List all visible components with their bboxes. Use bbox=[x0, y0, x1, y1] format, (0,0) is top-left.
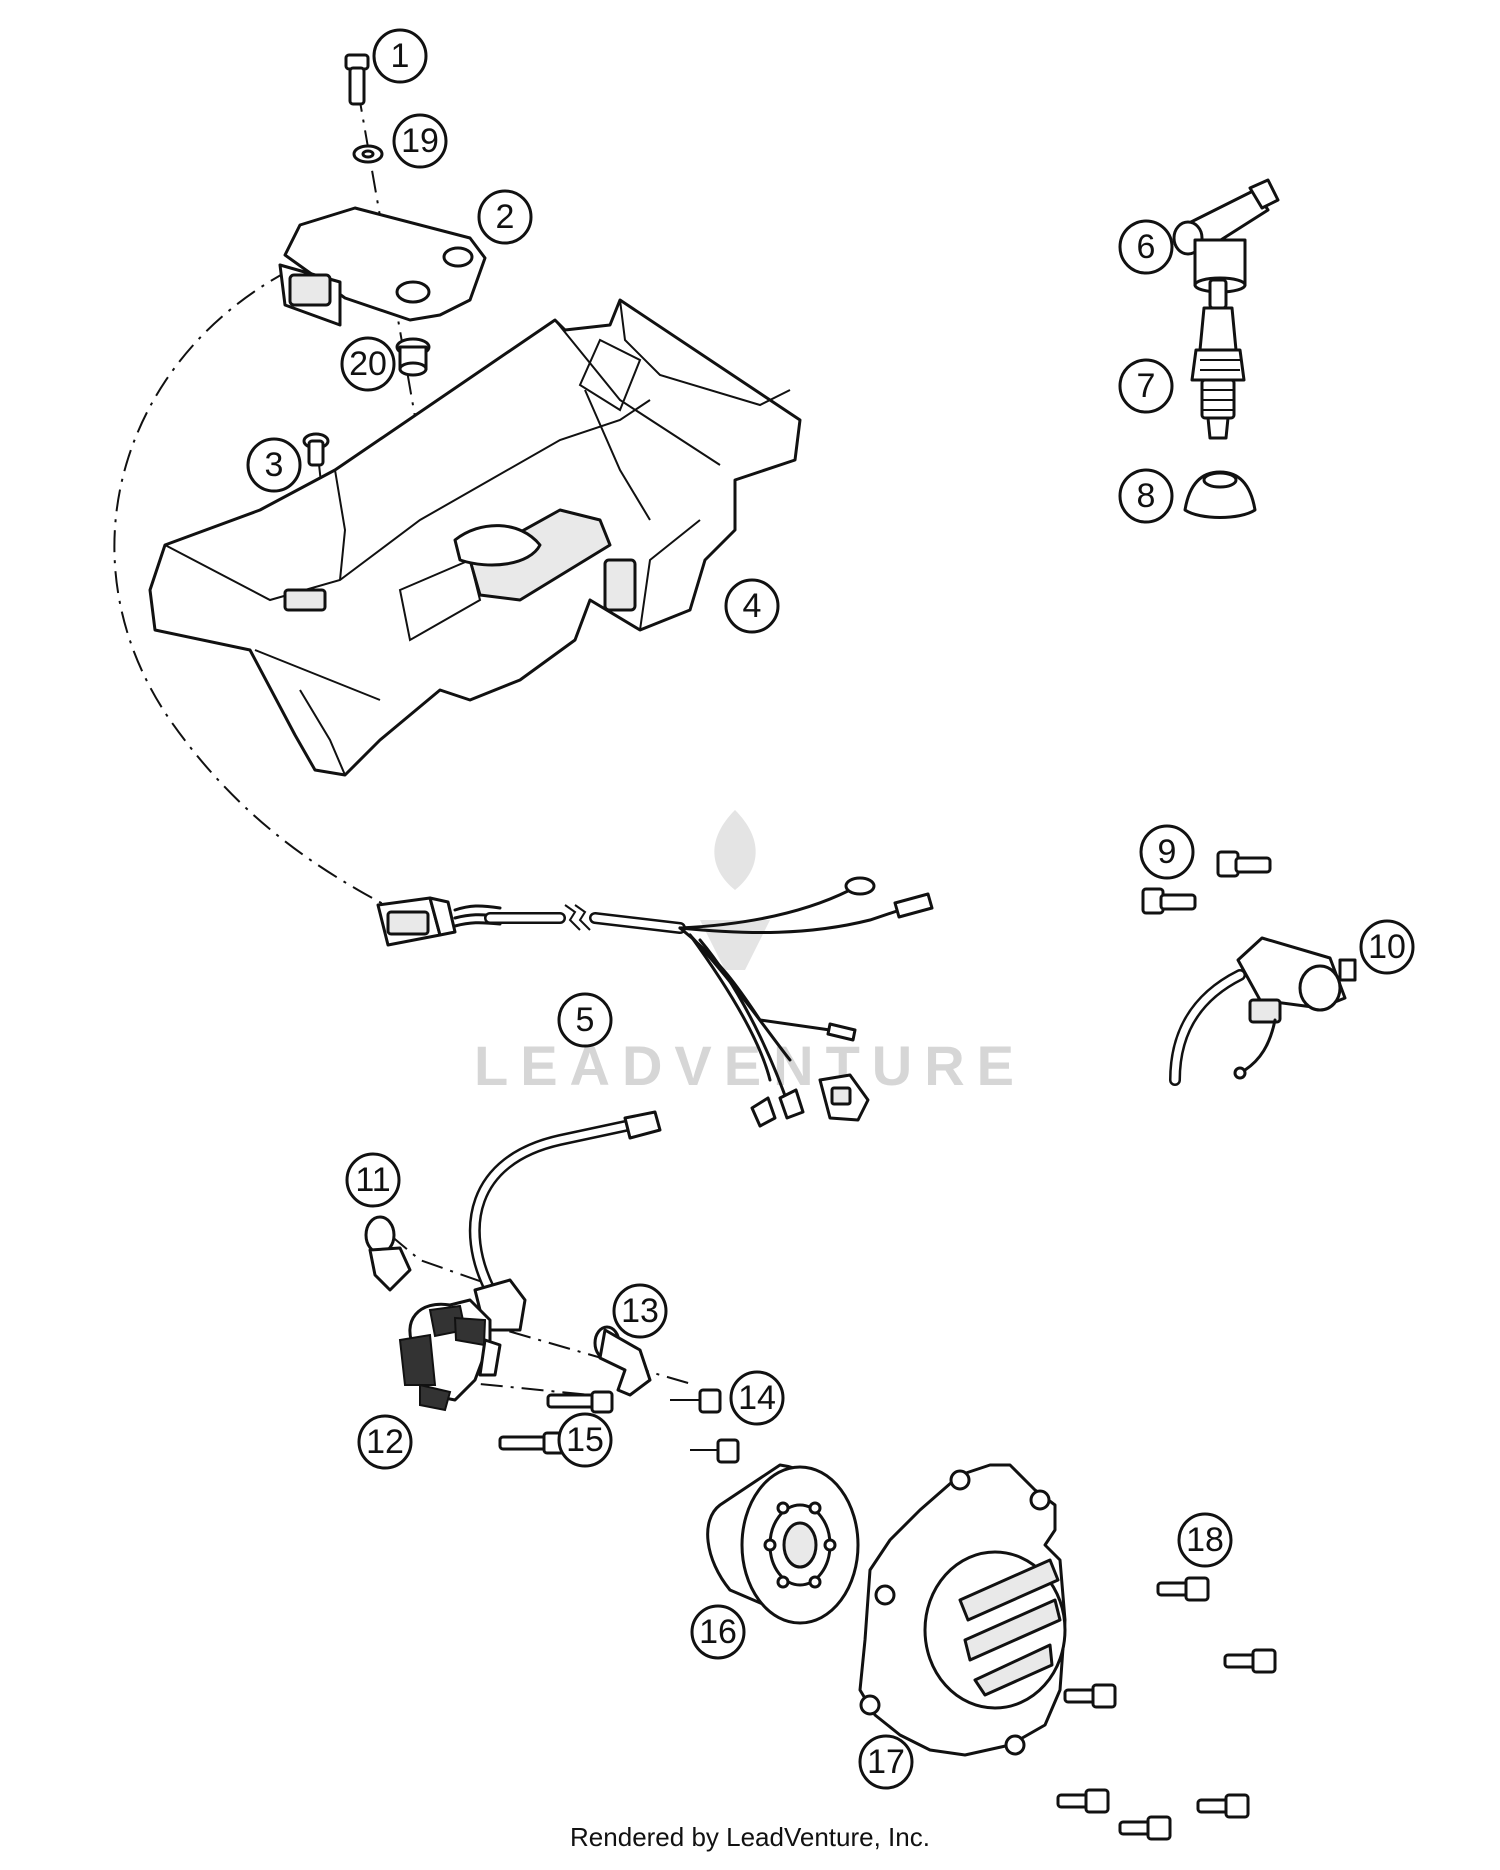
spark-plug-part-7 bbox=[1190, 278, 1246, 440]
bolt-part-14 bbox=[670, 1388, 740, 1464]
leader-line-stator-14 bbox=[469, 1319, 696, 1386]
spark-plug-cap-part-6 bbox=[1172, 178, 1280, 294]
callout-8[interactable]: 8 bbox=[1118, 468, 1174, 524]
callout-15[interactable]: 15 bbox=[557, 1412, 613, 1468]
callout-19[interactable]: 19 bbox=[392, 113, 448, 169]
callout-20[interactable]: 20 bbox=[340, 336, 396, 392]
callout-11[interactable]: 11 bbox=[345, 1152, 401, 1208]
svg-text:10: 10 bbox=[1368, 928, 1406, 966]
wiring-harness-part-5 bbox=[376, 876, 934, 1128]
watermark: LEADVENTURE bbox=[474, 810, 1026, 1097]
plug-seal-part-8 bbox=[1183, 470, 1257, 519]
pickup-wire bbox=[468, 1110, 662, 1332]
callout-17[interactable]: 17 bbox=[858, 1734, 914, 1790]
grommet-part-20 bbox=[395, 337, 431, 377]
stator-part-12 bbox=[398, 1298, 502, 1412]
bolt-part-9 bbox=[1141, 850, 1272, 915]
svg-text:13: 13 bbox=[621, 1292, 659, 1330]
svg-text:12: 12 bbox=[366, 1423, 404, 1461]
svg-text:18: 18 bbox=[1186, 1521, 1224, 1559]
bolt-part-18 bbox=[1056, 1576, 1277, 1841]
svg-text:17: 17 bbox=[867, 1743, 905, 1781]
svg-text:16: 16 bbox=[699, 1613, 737, 1651]
svg-text:7: 7 bbox=[1137, 367, 1156, 405]
ignition-cover-part-17 bbox=[858, 1463, 1067, 1757]
flywheel-part-16 bbox=[706, 1463, 860, 1625]
svg-text:6: 6 bbox=[1137, 228, 1156, 266]
svg-text:9: 9 bbox=[1158, 833, 1177, 871]
footer-credit: Rendered by LeadVenture, Inc. bbox=[570, 1822, 930, 1852]
callout-9[interactable]: 9 bbox=[1139, 824, 1195, 880]
screw-part-3 bbox=[302, 432, 330, 467]
bolt-part-1 bbox=[344, 53, 370, 106]
callout-5[interactable]: 5 bbox=[557, 992, 613, 1048]
watermark-text: LEADVENTURE bbox=[474, 1034, 1026, 1097]
callout-12[interactable]: 12 bbox=[357, 1414, 413, 1470]
callout-6[interactable]: 6 bbox=[1118, 219, 1174, 275]
svg-text:11: 11 bbox=[355, 1161, 390, 1199]
svg-text:19: 19 bbox=[401, 122, 439, 160]
clamp-part-11 bbox=[364, 1215, 412, 1292]
callout-10[interactable]: 10 bbox=[1359, 919, 1415, 975]
callout-7[interactable]: 7 bbox=[1118, 358, 1174, 414]
leader-line-stator-15 bbox=[439, 1379, 591, 1396]
svg-text:15: 15 bbox=[566, 1421, 604, 1459]
ecu-part-2 bbox=[278, 206, 487, 327]
clamp-part-13 bbox=[593, 1325, 652, 1397]
callout-16[interactable]: 16 bbox=[690, 1604, 746, 1660]
svg-text:14: 14 bbox=[738, 1379, 776, 1417]
leader-line-ecu-to-harness bbox=[113, 269, 386, 906]
callout-1[interactable]: 1 bbox=[372, 28, 428, 84]
svg-text:20: 20 bbox=[349, 345, 387, 383]
callout-4[interactable]: 4 bbox=[724, 578, 780, 634]
callout-2[interactable]: 2 bbox=[477, 189, 533, 245]
callout-14[interactable]: 14 bbox=[729, 1370, 785, 1426]
airbox-part-4 bbox=[148, 298, 802, 777]
callout-18[interactable]: 18 bbox=[1177, 1512, 1233, 1568]
leader-line-stator-11 bbox=[389, 1234, 506, 1291]
svg-text:1: 1 bbox=[391, 37, 410, 75]
callout-3[interactable]: 3 bbox=[246, 437, 302, 493]
svg-text:2: 2 bbox=[496, 198, 515, 236]
callout-13[interactable]: 13 bbox=[612, 1283, 668, 1339]
svg-text:8: 8 bbox=[1137, 477, 1156, 515]
svg-text:4: 4 bbox=[743, 587, 762, 625]
ignition-coil-part-10 bbox=[1169, 936, 1357, 1086]
svg-text:5: 5 bbox=[576, 1001, 595, 1039]
svg-text:3: 3 bbox=[265, 446, 284, 484]
